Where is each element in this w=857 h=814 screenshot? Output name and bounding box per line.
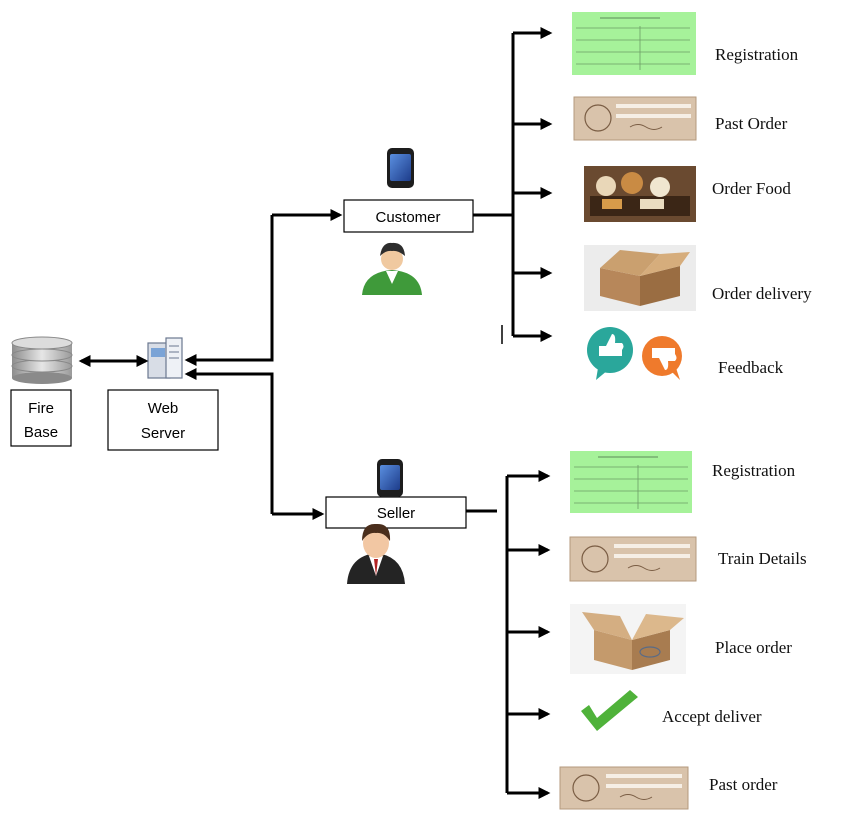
customer-item-label: Past Order: [715, 114, 788, 133]
cardboard-box-icon: [584, 245, 696, 311]
webserver-node: Web Server: [107, 389, 219, 451]
webserver-label-line2: Server: [141, 425, 185, 442]
receipt-document-icon: [559, 766, 689, 810]
seller-item-label: Accept deliver: [662, 707, 762, 726]
firebase-node: Fire Base: [10, 389, 72, 447]
smartphone-icon: [377, 459, 403, 497]
registration-form-icon: [570, 451, 692, 513]
server-icon: [147, 337, 183, 379]
customer-item-label: Registration: [715, 45, 799, 64]
customer-node: Customer: [343, 199, 474, 233]
server-seller-link: [184, 368, 274, 514]
seller-node: Seller: [325, 496, 467, 529]
seller-label: Seller: [377, 505, 415, 522]
smartphone-icon: [387, 148, 414, 188]
connectors: [78, 27, 553, 799]
seller-item-label: Place order: [715, 638, 792, 657]
customer-item-label: Order delivery: [712, 284, 812, 303]
customer-items: Registration Past Order Order Food Order…: [712, 45, 812, 377]
customer-item-label: Feedback: [718, 358, 784, 377]
database-icon: [11, 336, 73, 384]
seller-item-label: Past order: [709, 775, 778, 794]
receipt-document-icon: [573, 96, 697, 141]
receipt-document-icon: [569, 536, 697, 582]
registration-form-icon: [572, 12, 696, 75]
seller-person-icon: [347, 523, 405, 584]
seller-items: Registration Train Details Place order A…: [662, 461, 807, 794]
server-customer-link: [184, 215, 274, 366]
firebase-label-line2: Base: [24, 424, 58, 441]
seller-item-label: Train Details: [718, 549, 807, 568]
feedback-thumbs-icon: [587, 327, 682, 380]
firebase-label-line1: Fire: [28, 400, 54, 417]
webserver-label-line1: Web: [148, 400, 179, 417]
food-tray-icon: [584, 166, 696, 222]
checkmark-icon: [581, 690, 638, 731]
seller-item-label: Registration: [712, 461, 796, 480]
customer-person-icon: [362, 242, 422, 295]
cardboard-box-icon: [570, 604, 686, 674]
customer-label: Customer: [375, 209, 440, 226]
customer-item-label: Order Food: [712, 179, 791, 198]
